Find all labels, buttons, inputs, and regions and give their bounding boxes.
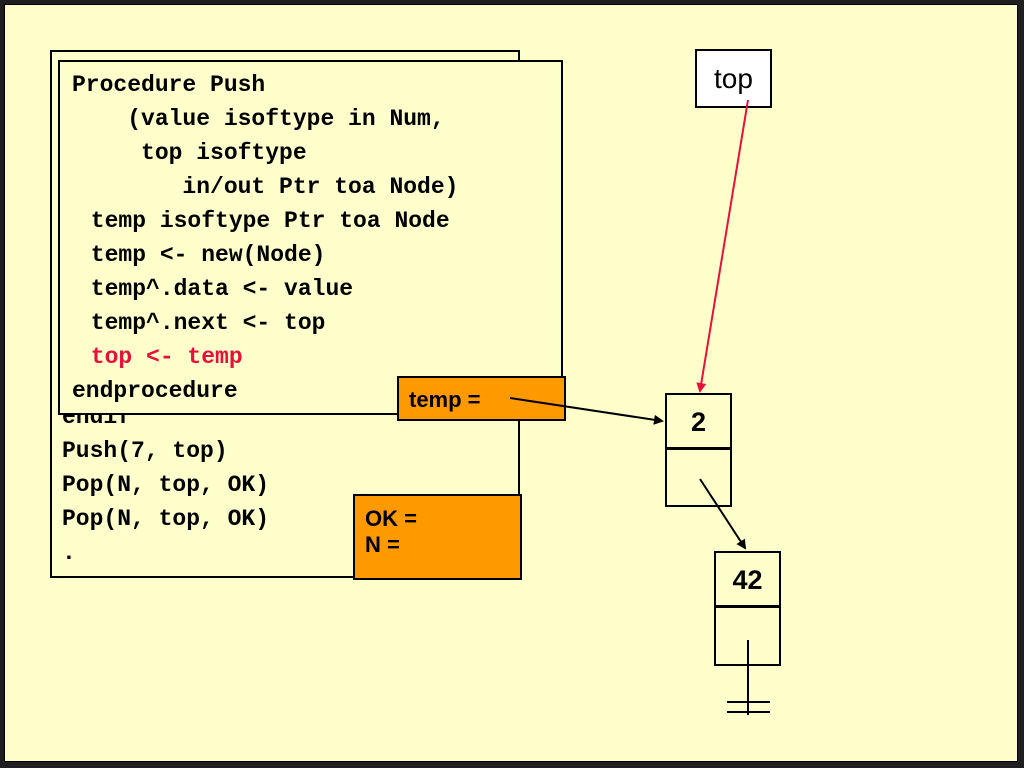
- push-procedure-code: Procedure Push (value isoftype in Num, t…: [58, 60, 563, 415]
- code-line: Pop(N, top, OK): [62, 506, 270, 532]
- top-pointer-arrow: [696, 99, 749, 393]
- code-line: Procedure Push: [72, 72, 266, 98]
- top-pointer-label: top: [695, 49, 772, 108]
- ok-label: OK =: [365, 506, 417, 531]
- node-value: 42: [716, 553, 779, 608]
- ok-n-variable-box: OK = N =: [353, 494, 522, 580]
- code-line: temp <- new(Node): [77, 242, 326, 268]
- code-line: top isoftype: [72, 140, 307, 166]
- temp-label: temp =: [409, 387, 481, 412]
- code-line: endprocedure: [72, 378, 238, 404]
- highlighted-code-line: top <- temp: [77, 344, 243, 370]
- code-line: .: [62, 540, 76, 566]
- code-line: temp isoftype Ptr toa Node: [77, 208, 450, 234]
- code-line: Push(7, top): [62, 438, 228, 464]
- temp-variable-box: temp =: [397, 376, 566, 421]
- code-line: temp^.data <- value: [77, 276, 354, 302]
- code-line: (value isoftype in Num,: [72, 106, 445, 132]
- n-label: N =: [365, 532, 400, 557]
- code-line: in/out Ptr toa Node): [72, 174, 459, 200]
- node-value: 2: [667, 395, 730, 450]
- next-pointer-arrow: [699, 478, 747, 550]
- temp-pointer-arrow: [509, 397, 664, 425]
- code-line: Pop(N, top, OK): [62, 472, 270, 498]
- code-line: temp^.next <- top: [77, 310, 326, 336]
- list-node: 2: [665, 393, 732, 507]
